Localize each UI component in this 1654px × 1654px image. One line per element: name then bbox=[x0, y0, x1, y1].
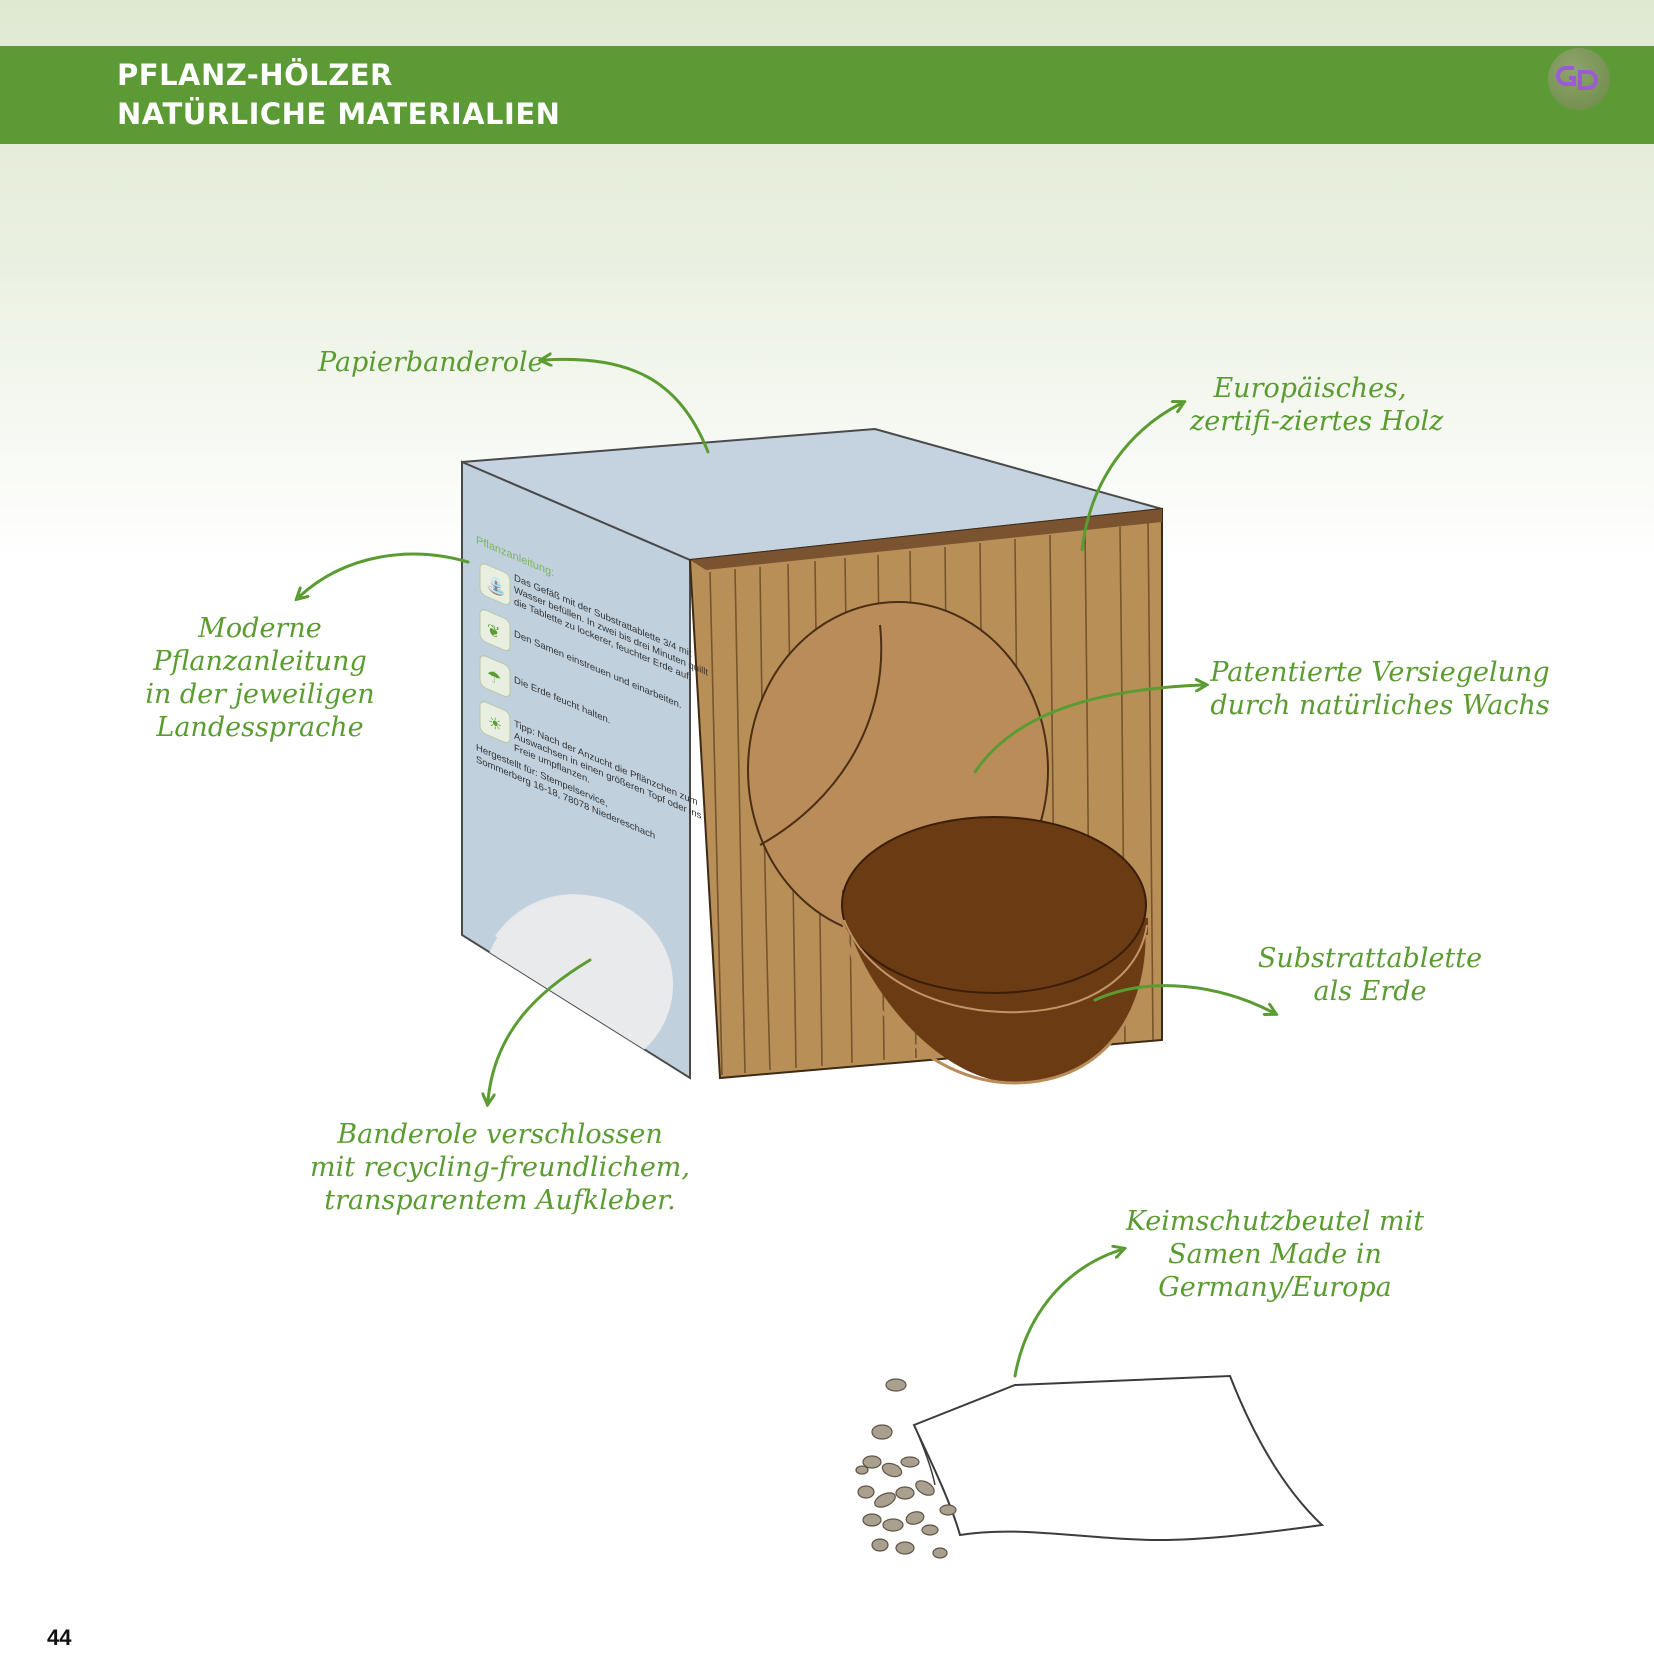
callout-holz: Europäisches, zertifi-ziertes Holz bbox=[1190, 372, 1444, 438]
substrate-tablet bbox=[840, 816, 1149, 1085]
callout-papierbanderole: Papierbanderole bbox=[318, 347, 544, 378]
callout-anleitung: Moderne Pflanzanleitung in der jeweilige… bbox=[130, 612, 390, 744]
page-title-line-2: NATÜRLICHE MATERIALIEN bbox=[117, 97, 561, 131]
callout-banderole-line-2: mit recycling-freundlichem, bbox=[309, 1152, 690, 1183]
callout-versiegelung-line-1: Patentierte Versiegelung bbox=[1210, 657, 1550, 688]
arrow-substrat bbox=[1093, 984, 1272, 1012]
callout-anleitung-line-4: Landessprache bbox=[156, 712, 364, 743]
arrow-papierbanderole bbox=[545, 359, 710, 454]
arrow-banderole-verschlossen bbox=[488, 958, 592, 1100]
page-number: 44 bbox=[47, 1625, 72, 1650]
arrow-anleitung bbox=[300, 552, 470, 596]
logo-icon bbox=[1548, 48, 1610, 110]
callout-versiegelung-line-2: durch natürliches Wachs bbox=[1210, 690, 1550, 721]
lightbulb-icon: ☀ bbox=[488, 711, 502, 736]
seeds bbox=[855, 1378, 957, 1559]
arrow-versiegelung bbox=[973, 685, 1202, 774]
header-band bbox=[0, 46, 1654, 144]
callout-substrat-line-2: als Erde bbox=[1313, 976, 1427, 1007]
callout-substrat: Substrattablette als Erde bbox=[1250, 942, 1490, 1008]
watering-icon: ☂ bbox=[487, 664, 501, 689]
arrow-holz bbox=[1080, 404, 1180, 552]
callout-anleitung-line-1: Moderne bbox=[198, 613, 322, 644]
seedling-icon: ❦ bbox=[487, 618, 500, 643]
callout-substrat-line-1: Substrattablette bbox=[1257, 943, 1483, 974]
page-title-line-1: PFLANZ-HÖLZER bbox=[117, 58, 393, 92]
callout-banderole-line-1: Banderole verschlossen bbox=[337, 1119, 663, 1150]
callout-keimschutz-line-3: Germany/Europa bbox=[1158, 1272, 1392, 1303]
arrow-keimschutz bbox=[1013, 1250, 1120, 1378]
callout-holz-line-1: Europäisches, bbox=[1213, 373, 1407, 404]
callout-holz-line-2: zertifi-ziertes Holz bbox=[1190, 406, 1444, 437]
callout-keimschutz-line-2: Samen Made in bbox=[1168, 1239, 1382, 1270]
seed-bag bbox=[912, 1374, 1325, 1542]
callout-banderole-verschlossen: Banderole verschlossen mit recycling-fre… bbox=[290, 1118, 710, 1217]
callout-banderole-line-3: transparentem Aufkleber. bbox=[324, 1185, 676, 1216]
callout-keimschutz: Keimschutzbeutel mit Samen Made in Germa… bbox=[1110, 1205, 1440, 1304]
callout-keimschutz-line-1: Keimschutzbeutel mit bbox=[1125, 1206, 1425, 1237]
callout-anleitung-line-2: Pflanzanleitung bbox=[153, 646, 367, 677]
callout-anleitung-line-3: in der jeweiligen bbox=[145, 679, 375, 710]
callout-versiegelung: Patentierte Versiegelung durch natürlich… bbox=[1190, 656, 1570, 722]
